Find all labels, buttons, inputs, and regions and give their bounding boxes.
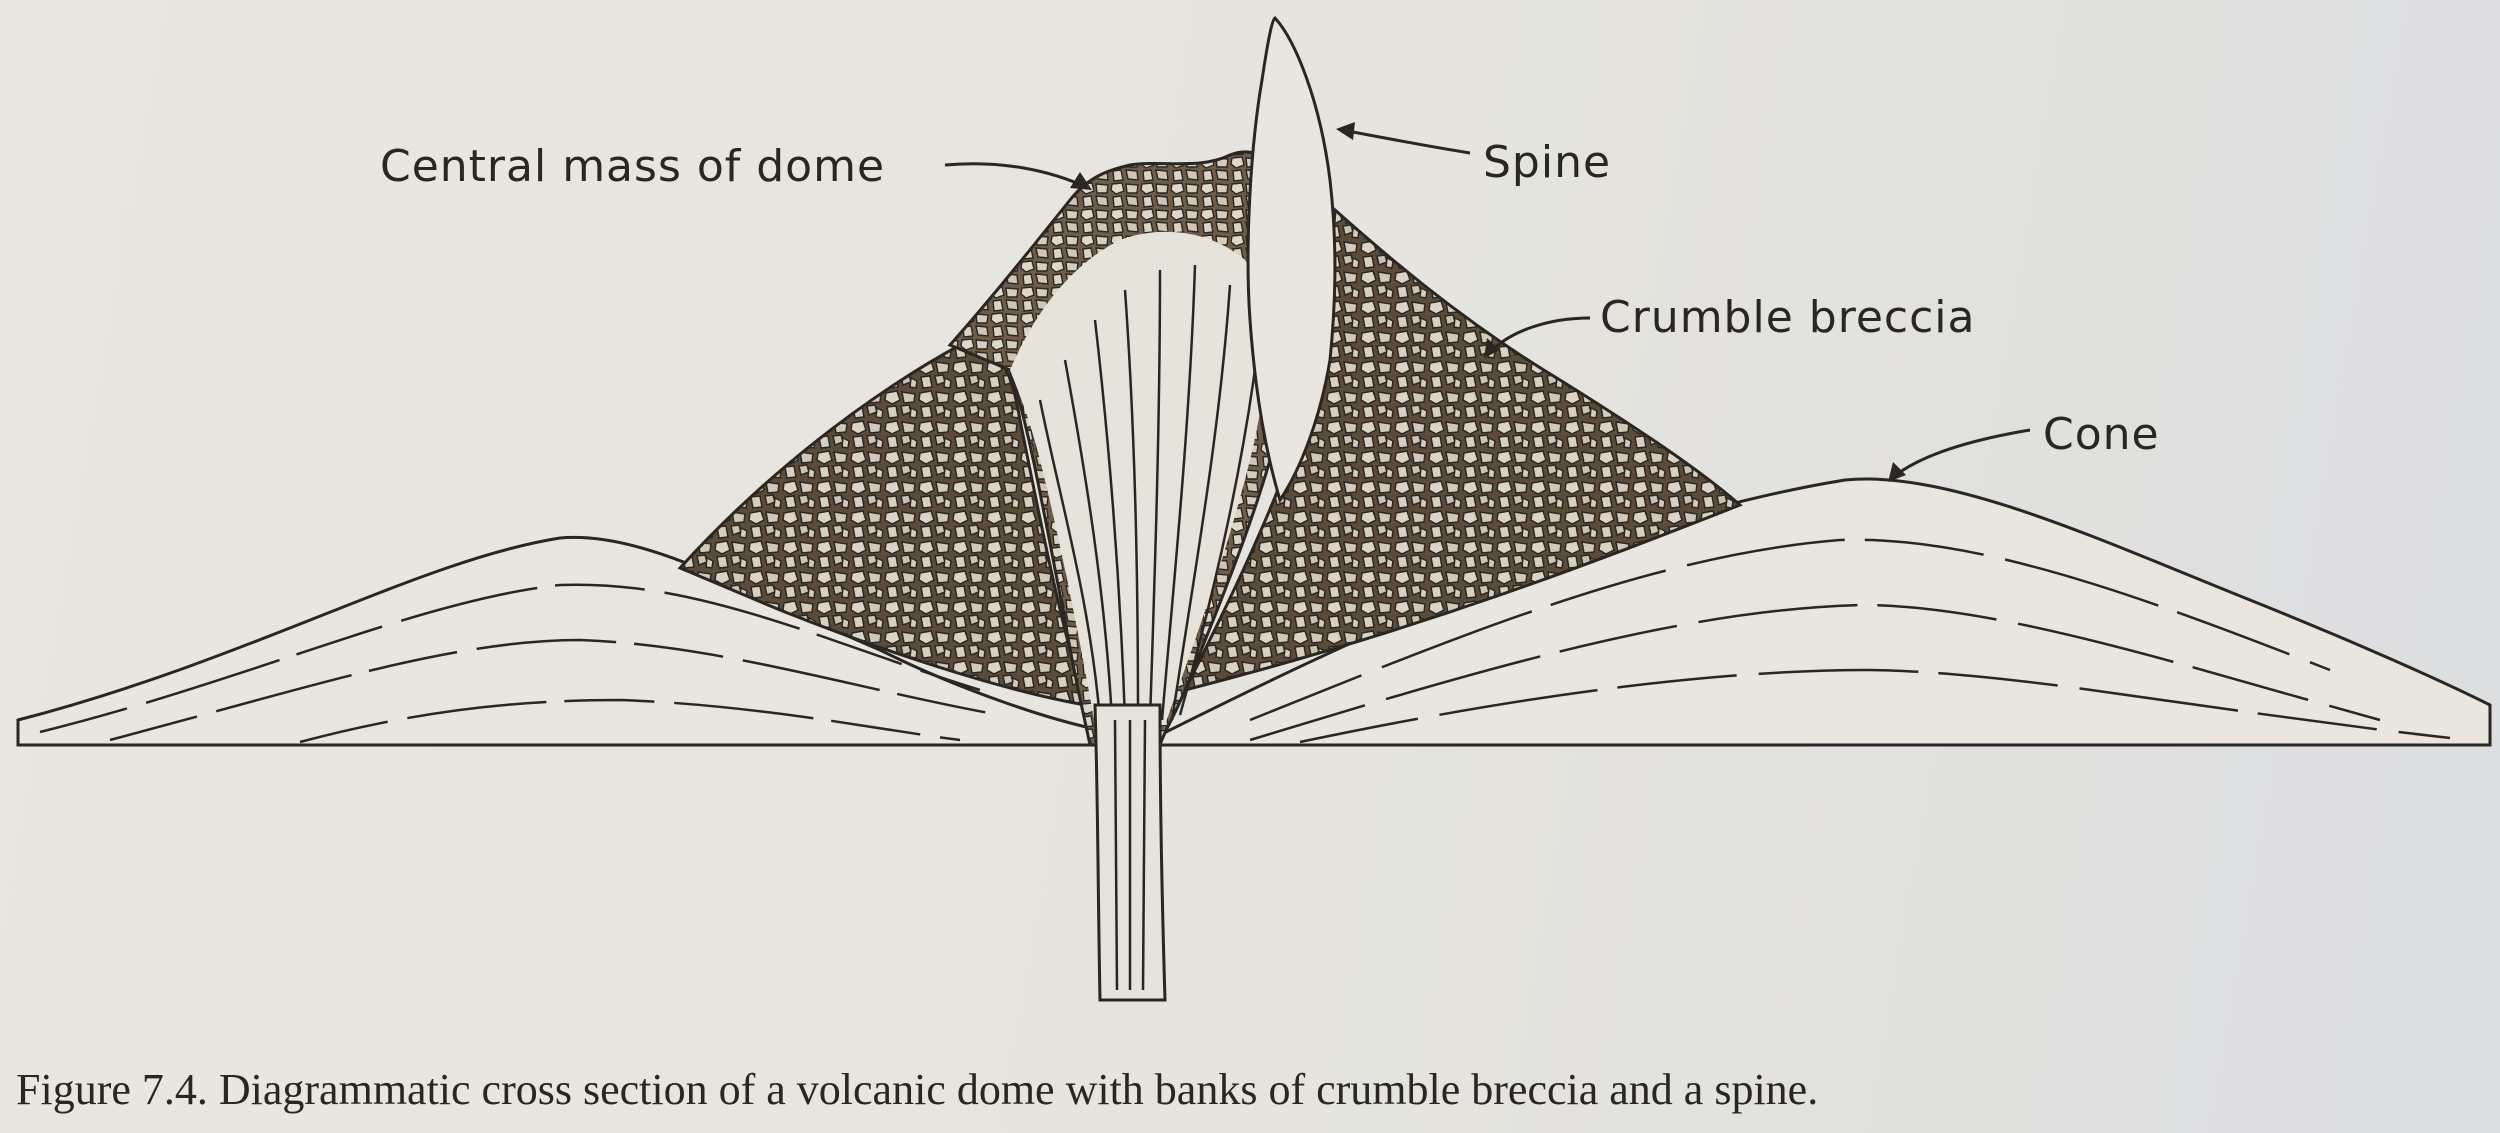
arrow-cone xyxy=(1892,430,2030,478)
label-cone: Cone xyxy=(2043,409,2160,460)
arrow-central-mass xyxy=(945,164,1088,188)
label-crumble-breccia: Crumble breccia xyxy=(1600,292,1975,343)
arrow-spine xyxy=(1342,130,1470,153)
label-spine: Spine xyxy=(1483,137,1611,188)
label-central-mass: Central mass of dome xyxy=(380,141,885,192)
figure-caption: Figure 7.4. Diagrammatic cross section o… xyxy=(16,1064,1818,1115)
